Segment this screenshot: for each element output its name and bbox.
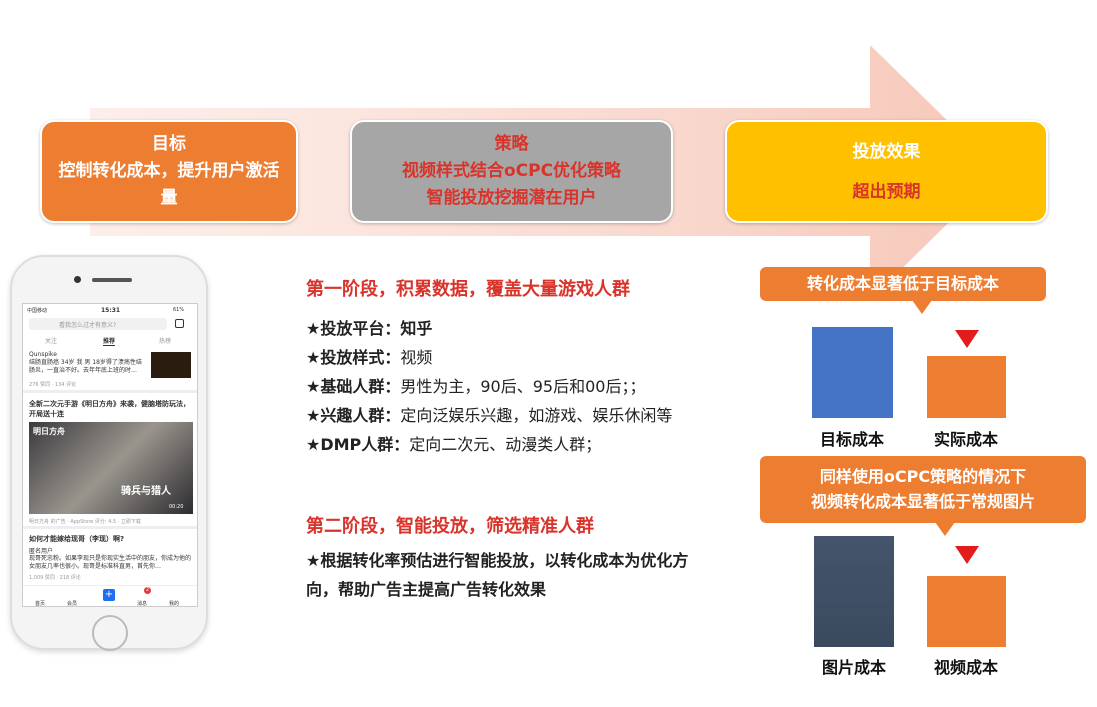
ad-meta[interactable]: 明日方舟 的广告 · AppStore 评分: 4.5 · 立即下载 xyxy=(29,519,141,525)
phase1-item: ★投放样式：视频 xyxy=(306,348,433,367)
post-text[interactable]: 结肠直肠癌 34岁 我 男 18岁得了溃疡性结肠炎，一直治不好。去年年底上班的时… xyxy=(29,359,142,374)
actual-cost-label: 实际成本 xyxy=(933,430,998,449)
search-input[interactable]: 看我怎么过才有意义? xyxy=(29,318,167,330)
goal-title: 目标 xyxy=(152,134,186,154)
post2-meta: 1,009 赞同 · 218 评论 xyxy=(29,575,81,581)
image-cost-bar xyxy=(814,536,894,647)
post2-text[interactable]: 现哥死忠粉。如果李现只是你现实生活中的朋友，你成为他的女朋友几率也很小。现哥是标… xyxy=(29,555,192,570)
strategy-box: 策略 视频样式结合oCPC优化策略 智能投放挖掘潜在用户 xyxy=(350,120,673,223)
result-text: 超出预期 xyxy=(852,181,921,202)
actual-cost-bar xyxy=(927,356,1006,418)
video-cost-label: 视频成本 xyxy=(933,658,998,677)
ad-video[interactable]: 明日方舟 骑兵与猎人 00:20 xyxy=(29,422,193,514)
phase1-item: ★基础人群：男性为主，90后、95后和00后；； xyxy=(306,377,646,396)
down-arrow-icon xyxy=(955,330,979,348)
result-title: 投放效果 xyxy=(852,141,921,162)
post-thumbnail xyxy=(151,352,191,378)
strategy-line-2: 智能投放挖掘潜在用户 xyxy=(426,188,597,208)
ad-duration: 00:20 xyxy=(169,504,184,510)
nav-messages[interactable]: 消息 xyxy=(137,601,148,607)
nav-home[interactable]: 首页 xyxy=(35,601,46,607)
tab-hot[interactable]: 热榜 xyxy=(159,338,172,345)
phase1-list: ★投放平台：知乎 ★投放样式：视频 ★基础人群：男性为主，90后、95后和00后… xyxy=(306,314,701,459)
compare2-line-2: 视频转化成本显著低于常规图片 xyxy=(810,492,1035,511)
tab-recommend[interactable]: 推荐 xyxy=(103,338,116,346)
status-time: 15:31 xyxy=(101,307,121,314)
image-cost-label: 图片成本 xyxy=(821,658,886,677)
compare2-line-1: 同样使用oCPC策略的情况下 xyxy=(819,467,1027,486)
phone-screen: 中国移动 15:31 61% 看我怎么过才有意义? 关注 推荐 热榜 Qunsp… xyxy=(22,303,198,607)
post2-author: 匿名用户 xyxy=(29,548,54,555)
post-meta: 276 赞同 · 134 评论 xyxy=(29,382,77,388)
result-box: 投放效果 超出预期 xyxy=(725,120,1048,223)
goal-box: 目标 控制转化成本，提升用户激活量 xyxy=(40,120,298,223)
compare1-callout: 转化成本显著低于目标成本 xyxy=(760,267,1046,301)
nav-vip[interactable]: 会员 xyxy=(67,601,78,607)
ad-subtitle: 骑兵与猎人 xyxy=(121,486,171,497)
goal-text: 控制转化成本，提升用户激活量 xyxy=(58,161,280,208)
add-post-button[interactable]: + xyxy=(103,589,115,601)
tab-follow[interactable]: 关注 xyxy=(45,338,58,345)
phase1-item: ★DMP人群：定向二次元、动漫类人群； xyxy=(306,435,602,454)
compare2-callout: 同样使用oCPC策略的情况下 视频转化成本显著低于常规图片 xyxy=(760,456,1086,523)
post2-title[interactable]: 如何才能嫁给现哥（李现）啊? xyxy=(29,535,125,543)
down-arrow-icon xyxy=(955,546,979,564)
strategy-title: 策略 xyxy=(494,134,529,154)
carrier: 中国移动 xyxy=(27,308,48,314)
phase2-text: ★根据转化率预估进行智能投放，以转化成本为优化方向，帮助广告主提高广告转化效果 xyxy=(306,551,689,599)
compose-icon[interactable] xyxy=(175,319,184,328)
bottom-nav: 首页 会员 + 消息 2 我的 xyxy=(23,585,197,607)
battery: 61% xyxy=(173,307,185,313)
post-author: Qunspike xyxy=(29,351,57,358)
notification-badge: 2 xyxy=(144,587,151,594)
target-cost-label: 目标成本 xyxy=(819,430,884,449)
phase1-heading: 第一阶段，积累数据，覆盖大量游戏人群 xyxy=(306,279,630,300)
ad-title[interactable]: 全新二次元手游《明日方舟》来袭，健脑塔防玩法，开局送十连 xyxy=(29,400,190,418)
phase2-heading: 第二阶段，智能投放，筛选精准人群 xyxy=(306,516,594,537)
phase1-item: ★投放平台：知乎 xyxy=(306,319,433,338)
ad-game-logo: 明日方舟 xyxy=(33,427,65,436)
video-cost-bar xyxy=(927,576,1006,647)
target-cost-bar xyxy=(812,327,893,418)
strategy-line-1: 视频样式结合oCPC优化策略 xyxy=(401,161,622,181)
phone-mockup: 中国移动 15:31 61% 看我怎么过才有意义? 关注 推荐 热榜 Qunsp… xyxy=(10,255,208,651)
phase1-item: ★兴趣人群：定向泛娱乐兴趣，如游戏、娱乐休闲等 xyxy=(306,406,673,425)
nav-profile[interactable]: 我的 xyxy=(169,601,180,607)
